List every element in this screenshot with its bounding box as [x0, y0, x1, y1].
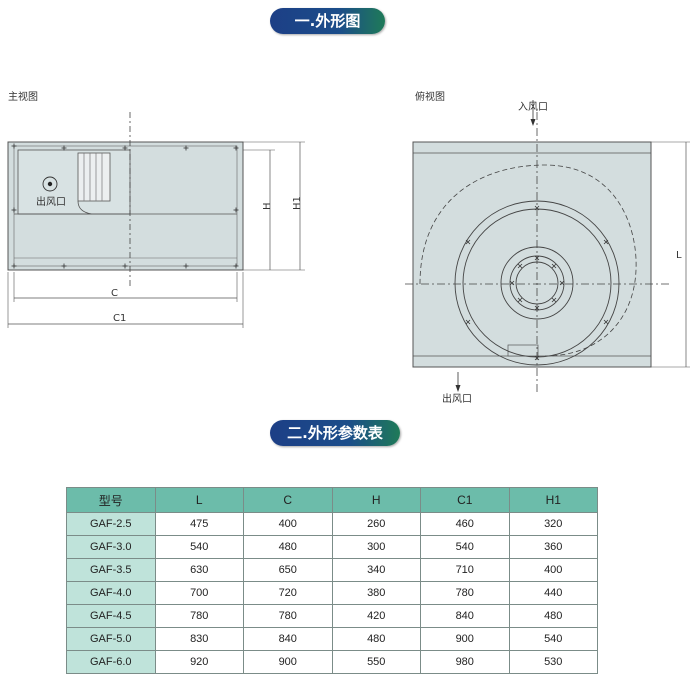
cell-value: 840 — [420, 604, 510, 628]
top-view-caption: 俯视图 — [415, 92, 445, 103]
table-row: GAF-3.5 630 650 340 710 400 — [66, 558, 598, 582]
table-row: GAF-3.0 540 480 300 540 360 — [66, 535, 598, 559]
cell-value: 780 — [420, 581, 510, 605]
cell-value: 300 — [331, 535, 421, 559]
cell-value: 710 — [420, 558, 510, 582]
header-c: C — [243, 487, 333, 513]
cell-value: 340 — [331, 558, 421, 582]
header-h1: H1 — [508, 487, 598, 513]
table-row: GAF-5.0 830 840 480 900 540 — [66, 627, 598, 651]
cell-model: GAF-6.0 — [66, 650, 156, 674]
outline-drawings: 出风口 H H1 C C1 — [7, 100, 690, 405]
cell-model: GAF-2.5 — [66, 512, 156, 536]
cell-value: 260 — [331, 512, 421, 536]
cell-value: 400 — [243, 512, 333, 536]
front-view-caption: 主视图 — [8, 92, 38, 103]
cell-value: 900 — [243, 650, 333, 674]
dim-c-label: C — [111, 288, 118, 299]
parameter-table: 型号 L C H C1 H1 GAF-2.5 475 400 260 460 3… — [66, 487, 598, 674]
cell-model: GAF-3.0 — [66, 535, 156, 559]
section-title-outline: 一.外形图 — [270, 8, 385, 34]
cell-value: 400 — [508, 558, 598, 582]
front-outlet-label: 出风口 — [36, 195, 66, 208]
table-row: GAF-6.0 920 900 550 980 530 — [66, 650, 598, 674]
cell-value: 720 — [243, 581, 333, 605]
cell-model: GAF-4.0 — [66, 581, 156, 605]
cell-model: GAF-5.0 — [66, 627, 156, 651]
table-row: GAF-4.0 700 720 380 780 440 — [66, 581, 598, 605]
cell-value: 320 — [508, 512, 598, 536]
cell-value: 700 — [154, 581, 244, 605]
dim-c1-label: C1 — [113, 313, 126, 324]
dim-h-label: H — [262, 202, 273, 210]
top-inlet-label: 入风口 — [518, 101, 548, 113]
cell-value: 480 — [508, 604, 598, 628]
cell-value: 360 — [508, 535, 598, 559]
cell-value: 540 — [420, 535, 510, 559]
header-c1: C1 — [420, 487, 510, 513]
cell-value: 840 — [243, 627, 333, 651]
cell-value: 830 — [154, 627, 244, 651]
header-h: H — [331, 487, 421, 513]
top-outlet-label: 出风口 — [442, 392, 472, 405]
cell-value: 530 — [508, 650, 598, 674]
section-title-table: 二.外形参数表 — [270, 420, 400, 446]
cell-model: GAF-3.5 — [66, 558, 156, 582]
cell-value: 630 — [154, 558, 244, 582]
cell-value: 550 — [331, 650, 421, 674]
outlet-circle — [42, 176, 58, 192]
cell-value: 460 — [420, 512, 510, 536]
table-row: GAF-2.5 475 400 260 460 320 — [66, 512, 598, 536]
front-view-drawing — [7, 112, 305, 328]
dim-h1-label: H1 — [292, 196, 303, 210]
cell-value: 540 — [508, 627, 598, 651]
top-view-drawing — [405, 100, 690, 392]
table-header-row: 型号 L C H C1 H1 — [66, 487, 598, 513]
header-l: L — [154, 487, 244, 513]
cell-value: 980 — [420, 650, 510, 674]
cell-value: 420 — [331, 604, 421, 628]
cell-value: 780 — [154, 604, 244, 628]
cell-value: 780 — [243, 604, 333, 628]
cell-value: 920 — [154, 650, 244, 674]
cell-value: 475 — [154, 512, 244, 536]
cell-value: 540 — [154, 535, 244, 559]
table-row: GAF-4.5 780 780 420 840 480 — [66, 604, 598, 628]
header-model: 型号 — [66, 487, 156, 513]
cell-model: GAF-4.5 — [66, 604, 156, 628]
cell-value: 480 — [331, 627, 421, 651]
dim-l-label: L — [676, 250, 682, 261]
cell-value: 650 — [243, 558, 333, 582]
cell-value: 900 — [420, 627, 510, 651]
fan-grille — [77, 152, 111, 202]
cell-value: 480 — [243, 535, 333, 559]
cell-value: 440 — [508, 581, 598, 605]
cell-value: 380 — [331, 581, 421, 605]
